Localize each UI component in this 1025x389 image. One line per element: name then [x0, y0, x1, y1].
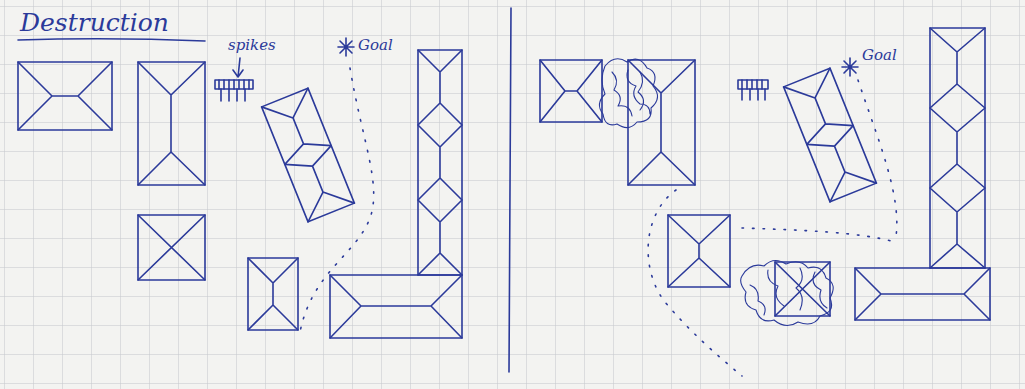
divider-line — [509, 8, 511, 372]
wall-roof — [930, 28, 985, 268]
tilted-crate — [784, 68, 877, 202]
spikes-teeth — [221, 89, 245, 101]
path-dots — [858, 80, 897, 242]
spikes-teeth — [742, 89, 765, 100]
crate — [668, 215, 730, 287]
path-dots — [300, 68, 374, 332]
crate-roof — [18, 62, 112, 130]
wall-column — [930, 28, 985, 268]
spikes-hatch — [219, 80, 249, 89]
explosion-scribble — [741, 260, 834, 325]
goal-label: Goal — [358, 38, 393, 53]
sketch-title: Destruction — [20, 10, 169, 35]
goal-star — [842, 58, 858, 76]
wall-roof — [330, 275, 462, 338]
crate-roof — [784, 68, 877, 202]
wall-beam — [855, 268, 990, 320]
crate-roof — [262, 88, 355, 222]
pointer-arrow — [233, 58, 243, 77]
crate-roof — [248, 258, 298, 330]
hazard-label: spikes — [228, 38, 276, 53]
goal-label: Goal — [862, 48, 897, 63]
crate — [18, 62, 112, 130]
explosion-scribble — [599, 59, 657, 128]
ink-drawing — [18, 8, 990, 376]
crate — [262, 88, 355, 222]
crate-roof — [138, 215, 205, 280]
crate — [248, 258, 298, 330]
wall-roof — [855, 268, 990, 320]
path-dots — [648, 190, 742, 376]
crate — [138, 62, 205, 185]
spikes-bar — [215, 80, 253, 89]
wall-beam — [330, 275, 462, 338]
path-dots — [742, 228, 895, 242]
crate-roof — [540, 60, 602, 122]
wall-roof — [418, 50, 462, 275]
tilted-crate — [262, 88, 355, 222]
crate — [784, 68, 877, 202]
wall-column — [418, 50, 462, 275]
crate — [540, 60, 602, 122]
crate-roof — [668, 215, 730, 287]
goal-star — [338, 38, 354, 56]
title-underline — [18, 39, 205, 41]
spikes-bar — [738, 80, 768, 89]
crate-roof — [138, 62, 205, 185]
spikes-hatch — [742, 80, 762, 89]
crate — [138, 215, 205, 280]
